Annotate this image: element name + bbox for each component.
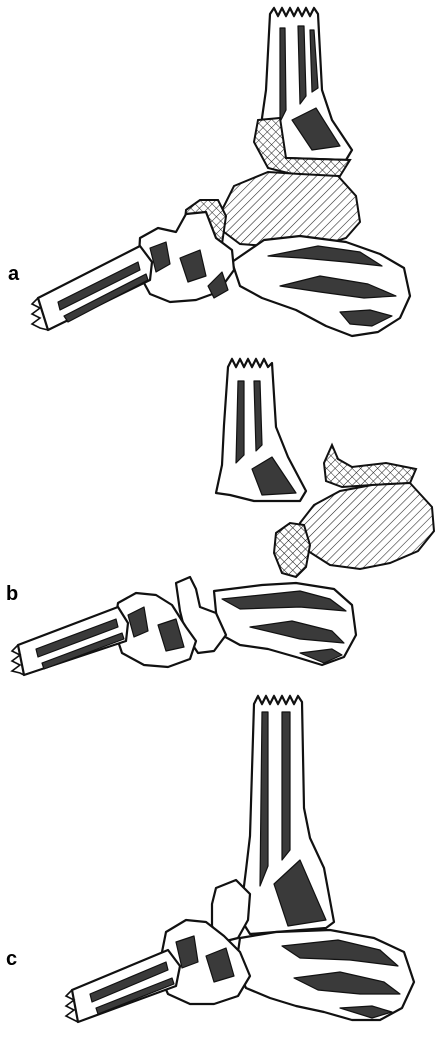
talus-hatched <box>222 172 360 246</box>
calcaneus-bone <box>232 236 410 336</box>
calcaneus-bone <box>236 930 414 1020</box>
panel-label-a: a <box>8 263 19 286</box>
talus-dome-cartilage <box>324 445 416 487</box>
panel-c: c <box>0 690 439 1057</box>
tibia-bone <box>240 696 334 934</box>
metatarsal-bones <box>32 246 152 330</box>
talar-head-cartilage <box>274 523 310 577</box>
tibia-bone <box>216 359 306 501</box>
panel-c-illustration <box>0 690 439 1057</box>
metatarsal-bones <box>66 950 180 1022</box>
metatarsal-bones <box>12 607 128 675</box>
panel-a: a <box>0 0 439 345</box>
talus-body-hatched <box>300 483 434 569</box>
panel-b-illustration <box>0 345 439 690</box>
panel-label-b: b <box>6 583 18 606</box>
panel-b: b <box>0 345 439 690</box>
calcaneus-bone <box>214 583 356 665</box>
panel-label-c: c <box>6 948 17 971</box>
panel-a-illustration <box>0 0 439 345</box>
